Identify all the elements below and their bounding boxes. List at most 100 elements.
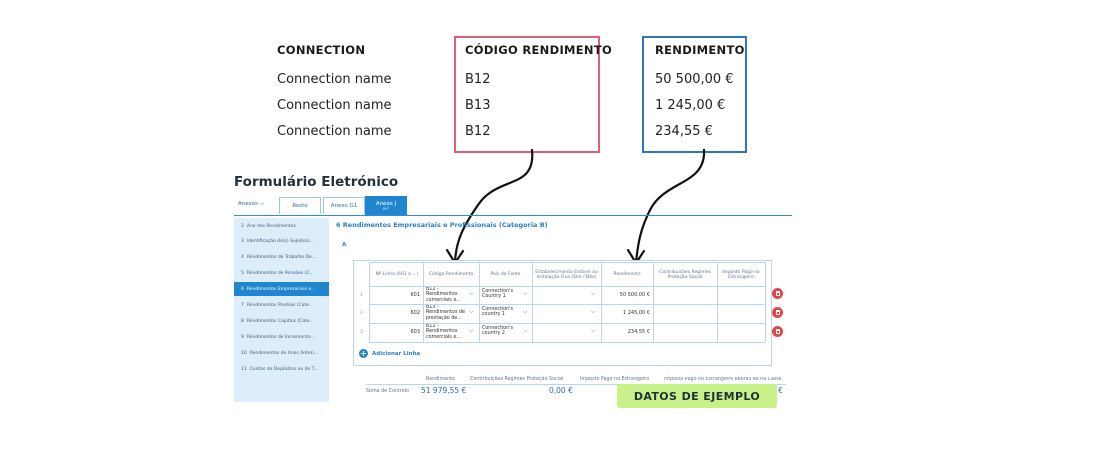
chevron-down-icon[interactable]: ⌵ [469, 290, 474, 297]
table-grid-line [369, 323, 765, 324]
form-title: Formulário Eletrónico [234, 174, 399, 190]
chevron-down-icon[interactable]: ⌵ [469, 327, 474, 334]
chevron-down-icon[interactable]: ⌵ [591, 308, 596, 315]
row-line-number: 601 [410, 292, 420, 298]
chevron-down-icon[interactable]: ⌵ [469, 308, 474, 315]
mapping-codigo: B13 [465, 98, 491, 113]
mapping-connection: Connection name [277, 98, 392, 113]
row-rendimento-value[interactable]: 50 500,00 € [619, 292, 650, 298]
sidebar-item-label: Rendimentos de Incremento... [246, 334, 315, 340]
chevron-down-icon[interactable]: ⌵ [523, 290, 528, 297]
tab-rosto-label: Rosto [292, 203, 308, 209]
tab-rosto[interactable]: Rosto [279, 197, 321, 214]
mapping-rendimento: 50 500,00 € [655, 72, 734, 87]
row-rendimento-value[interactable]: 234,55 € [627, 329, 650, 335]
sidebar-item-num: 8 [241, 318, 244, 324]
row-codigo-select[interactable]: B13 - Rendimentos de prestação de... [426, 305, 465, 321]
footer-header: Imposto Pago no Estrangeiro [580, 377, 650, 382]
sidebar-item-label: Rendimentos Empresariais e... [246, 286, 316, 292]
row-rendimento-value[interactable]: 1 245,00 € [622, 310, 650, 316]
chevron-down-icon: ⌵ [259, 200, 265, 207]
sidebar-item-num: 11 [241, 366, 247, 372]
footer-total-contribuicoes: 0,00 € [549, 386, 573, 395]
tab-bar: Anexos ⌵ Rosto Anexo G1 Anexo J N.º [234, 196, 792, 216]
sidebar-item-label: Identificação do(s) Sujeito(s... [246, 238, 314, 244]
tab-anexo-g1[interactable]: Anexo G1 [323, 197, 365, 214]
mapping-connection: Connection name [277, 72, 392, 87]
table-grid-line [423, 262, 424, 342]
income-table [353, 260, 772, 366]
column-header: Código Rendimento [428, 272, 474, 278]
chevron-down-icon[interactable]: ⌵ [591, 290, 596, 297]
mapping-codigo: B12 [465, 72, 491, 87]
delete-row-icon[interactable] [772, 288, 783, 299]
chevron-down-icon[interactable]: ⌵ [523, 308, 528, 315]
row-line-number: 602 [410, 310, 420, 316]
tab-anexo-j-label: Anexo J [375, 201, 397, 207]
sidebar-item-label: Rendimentos de Trabalho De... [246, 254, 316, 260]
sidebar-item-label: Rendimentos Prediais (Cate... [246, 302, 314, 308]
row-index: 2 [360, 311, 363, 316]
footer-total-imposto: € [778, 386, 783, 395]
sidebar-item-num: 4 [241, 254, 244, 260]
table-grid-line [369, 342, 765, 343]
header-codigo: CÓDIGO RENDIMENTO [465, 43, 613, 57]
row-index: 3 [360, 330, 363, 335]
footer-header: Contribuições Regimes Proteção Social [470, 377, 564, 382]
sidebar-item-num: 9 [241, 334, 244, 340]
footer-total-rendimento: 51 979,55 € [421, 386, 467, 395]
column-header: Estabelecimento Estável ou Instalação Fi… [535, 269, 598, 280]
table-grid-line [653, 262, 654, 342]
row-index: 1 [360, 293, 363, 298]
column-header: Nº Linha (601 a ...) [375, 272, 419, 278]
section-letter: A [342, 242, 347, 248]
table-grid-line [369, 304, 765, 305]
tab-anexos-label: Anexos [238, 201, 258, 207]
row-codigo-select[interactable]: B12 - Rendimentos comerciais e... [426, 287, 461, 303]
add-line-button[interactable]: + Adicionar Linha [359, 349, 420, 358]
delete-row-icon[interactable] [772, 326, 783, 337]
row-pais-select[interactable]: Connection's country 2 [482, 326, 513, 337]
header-rendimento: RENDIMENTO [655, 43, 745, 57]
chevron-down-icon[interactable]: ⌵ [591, 327, 596, 334]
table-grid-line [532, 262, 533, 342]
column-header: Rendimento [613, 272, 641, 278]
sidebar-item-num: 3 [241, 238, 244, 244]
column-header: Imposto Pago no Estrangeiro [722, 269, 760, 280]
column-header: Contribuições Regimes Proteção Social [659, 269, 711, 280]
row-codigo-select[interactable]: B12 - Rendimentos comerciais e... [426, 324, 461, 340]
column-header: País da Fonte [490, 272, 521, 278]
sidebar-item-num: 7 [241, 302, 244, 308]
arrow-codigo [453, 148, 534, 264]
table-grid-line [717, 262, 718, 342]
chevron-down-icon[interactable]: ⌵ [523, 327, 528, 334]
sidebar-item-label: Rendimentos de Anos Anteri... [249, 350, 319, 356]
rendimento-highlight-box [642, 36, 747, 153]
row-pais-select[interactable]: Connection's country 1 [482, 307, 513, 318]
sidebar-item-label: Rendimentos de Pensões (C... [246, 270, 314, 276]
mapping-codigo: B12 [465, 124, 491, 139]
delete-row-icon[interactable] [772, 307, 783, 318]
tab-anexos[interactable]: Anexos ⌵ [238, 200, 264, 208]
section-title: 6 Rendimentos Empresariais e Profissiona… [336, 221, 548, 229]
table-grid-line [765, 262, 766, 342]
mapping-rendimento: 1 245,00 € [655, 98, 726, 113]
table-grid-line [369, 262, 765, 263]
arrow-rendimento [634, 148, 706, 264]
row-pais-select[interactable]: Connection's Country 1 [482, 289, 513, 300]
table-grid-line [601, 262, 602, 342]
tab-anexo-j[interactable]: Anexo J N.º [365, 196, 407, 215]
table-grid-line [479, 262, 480, 342]
sample-data-badge: DATOS DE EJEMPLO [617, 384, 777, 408]
